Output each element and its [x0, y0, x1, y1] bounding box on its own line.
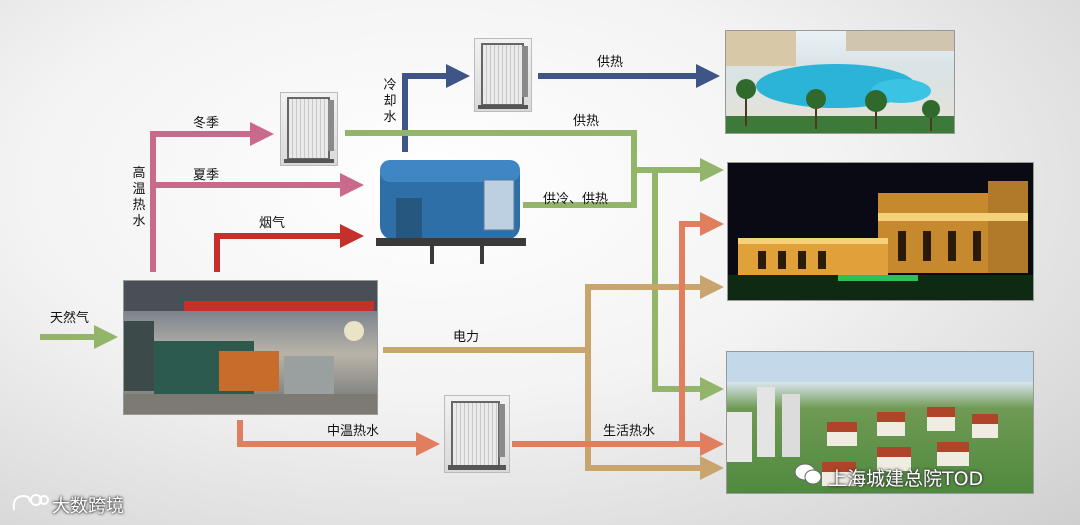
flue-gas-label: 烟气: [259, 217, 285, 230]
electricity-to-housing: [588, 350, 712, 468]
generator-hall-photo: [123, 280, 378, 415]
wechat-icon: [794, 462, 822, 486]
logo-icon: [10, 490, 50, 516]
heat-exchanger-winter: [280, 92, 338, 166]
absorption-chiller: [372, 150, 532, 270]
cooling-heating-label: 供冷、供热: [543, 193, 608, 206]
electricity-to-hotel: [588, 287, 712, 350]
pool-photo: [725, 30, 955, 134]
domestic-hot-water-to-hotel: [682, 224, 712, 444]
hotel-night-photo: [727, 162, 1034, 301]
heat-exchanger-cooling: [474, 38, 532, 112]
wechat-watermark: 上海城建总院TOD: [828, 464, 983, 491]
high-temp-water-label: 高温热水: [132, 166, 146, 230]
heat-supply-label-2: 供热: [573, 115, 599, 128]
domestic-hot-water-label: 生活热水: [603, 425, 655, 438]
cooling-water-label: 冷却水: [383, 78, 397, 126]
winter-label: 冬季: [193, 117, 219, 130]
logo-watermark: 大数跨境: [52, 492, 124, 518]
natural-gas-label: 天然气: [50, 312, 89, 325]
electricity-label: 电力: [453, 331, 479, 344]
medium-temp-water-label: 中温热水: [327, 425, 379, 438]
cooling-water-arrow: [405, 76, 458, 152]
heat-supply-label-1: 供热: [597, 56, 623, 69]
summer-label: 夏季: [193, 169, 219, 182]
heat-exchanger-medium: [444, 395, 510, 473]
flue-gas-arrow: [217, 236, 352, 272]
